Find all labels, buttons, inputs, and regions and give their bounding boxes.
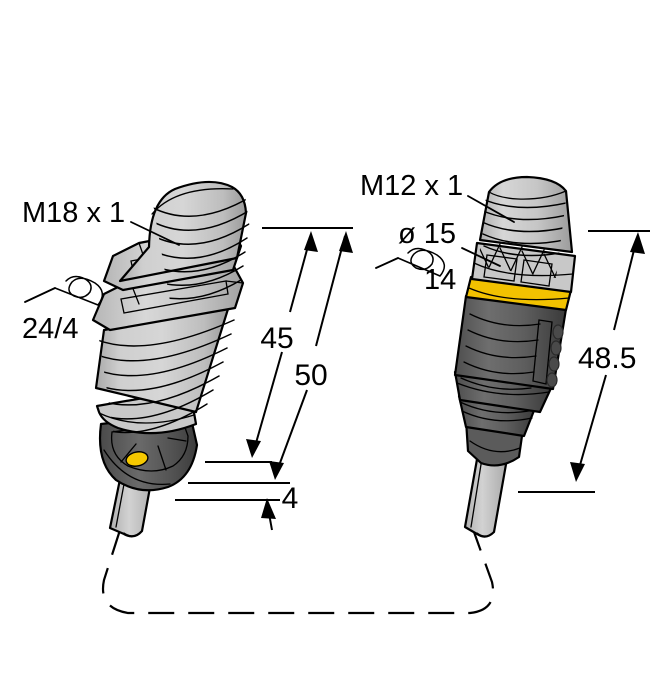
dimension-label-50: 50 — [294, 359, 327, 392]
dimension-45 — [246, 231, 318, 458]
label-m18-thread: M18 x 1 — [22, 197, 125, 229]
sensor-m18-assembly — [91, 180, 253, 538]
label-wrench-size-right: 14 — [424, 264, 456, 296]
dimension-label-45: 45 — [260, 322, 293, 355]
label-diameter-15: ø 15 — [398, 218, 456, 250]
dimension-group-left: 45 50 4 — [175, 227, 353, 531]
connector-m12-assembly — [453, 175, 577, 538]
cable-connection-path — [101, 529, 495, 615]
dimension-label-4: 4 — [282, 482, 299, 515]
leader-diameter — [461, 247, 501, 267]
sensor-lower-thread — [94, 307, 235, 434]
dimension-50 — [269, 231, 353, 480]
wrench-icon — [24, 275, 104, 306]
dimension-group-right: 48.5 — [518, 230, 650, 493]
leader-m12 — [467, 195, 515, 223]
dimension-48-5 — [570, 232, 645, 482]
coupling-nut-thread — [478, 175, 574, 257]
dimension-4 — [261, 498, 276, 531]
label-m12-thread: M12 x 1 — [360, 170, 463, 202]
coupling-thread-helix — [479, 197, 566, 257]
connector-ribbed-body — [453, 294, 568, 391]
wrench-icon-right — [375, 247, 446, 277]
dimension-label-48-5: 48.5 — [578, 342, 636, 375]
knurled-grip-ring — [470, 241, 577, 294]
leader-m18 — [130, 221, 180, 246]
grip-ribs — [460, 313, 541, 390]
connector-cable-stub — [463, 446, 510, 538]
led-indicator — [125, 451, 149, 467]
sensor-upper-thread — [118, 180, 253, 300]
label-wrench-size-left: 24/4 — [22, 313, 78, 345]
